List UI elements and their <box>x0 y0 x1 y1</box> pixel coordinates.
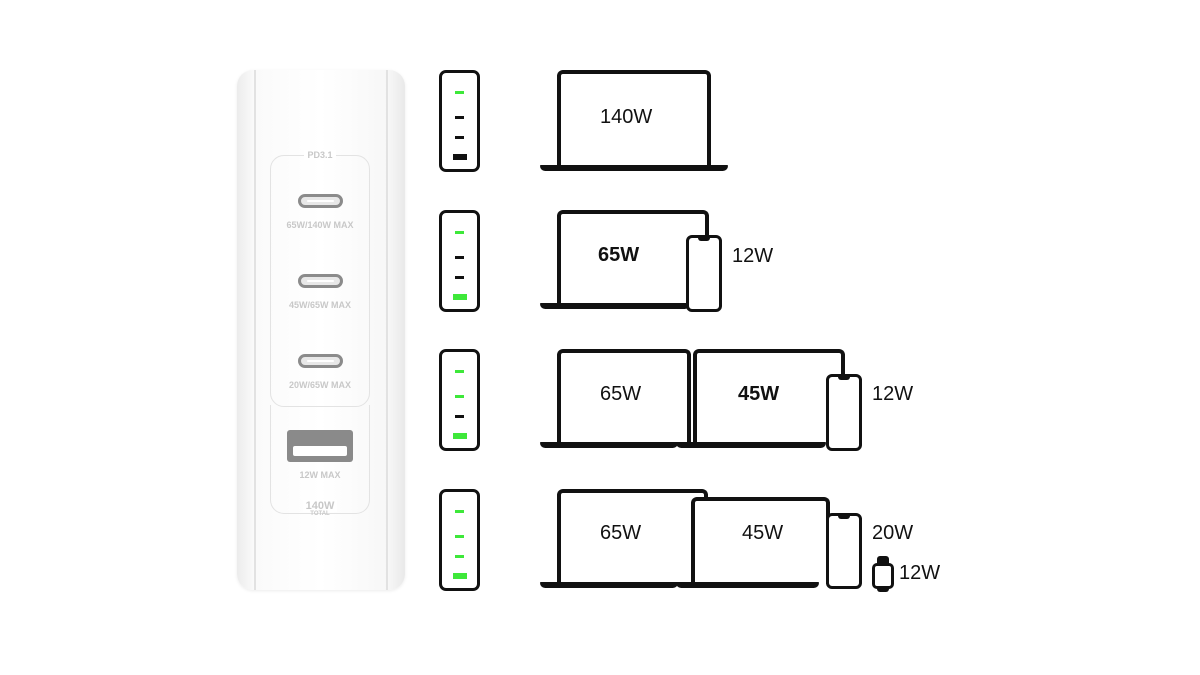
phone-icon <box>686 235 722 312</box>
laptop-1-base <box>540 582 678 588</box>
laptop-2-power-label: 45W <box>742 522 784 544</box>
led-off <box>455 116 464 119</box>
led-on <box>453 433 467 439</box>
port-indicator <box>439 349 480 451</box>
charger: PD3.1 65W/140W MAX 45W/65W MAX 20W/65W M… <box>237 70 405 590</box>
led-on <box>455 370 464 373</box>
led-on <box>453 294 467 300</box>
laptop-1-power-label: 65W <box>600 383 642 405</box>
port-indicator <box>439 489 480 591</box>
total-label: 140W <box>302 500 338 512</box>
led-on <box>455 555 464 558</box>
port-1-label: 65W/140W MAX <box>286 220 354 230</box>
watch-icon <box>872 556 894 592</box>
laptop-power-label: 140W <box>600 106 653 128</box>
led-off <box>455 136 464 139</box>
charger-edge-line <box>254 70 256 590</box>
led-on <box>455 231 464 234</box>
laptop-1-power-label: 65W <box>600 522 642 544</box>
usb-a-panel: 12W MAX 140W TOTAL <box>270 405 370 517</box>
pd-label: PD3.1 <box>304 150 336 160</box>
usb-c-port-2 <box>298 274 343 288</box>
laptop-1-base <box>540 303 690 309</box>
led-off <box>455 276 464 279</box>
usb-a-port <box>287 430 353 462</box>
laptop-1-base <box>540 165 728 171</box>
led-on <box>455 510 464 513</box>
led-on <box>455 535 464 538</box>
total-sub-label: TOTAL <box>310 511 330 517</box>
pd-port-panel: PD3.1 65W/140W MAX 45W/65W MAX 20W/65W M… <box>270 150 370 407</box>
led-off <box>453 154 467 160</box>
usb-c-port-3 <box>298 354 343 368</box>
phone-power-label: 12W <box>732 245 774 267</box>
port-3-label: 20W/65W MAX <box>288 380 351 390</box>
phone-icon <box>826 513 862 589</box>
usb-c-port-1 <box>298 194 343 208</box>
laptop-power-label: 65W <box>598 244 640 266</box>
laptop-1-screen <box>557 70 711 165</box>
phone-power-label: 12W <box>872 383 914 405</box>
charger-edge-line <box>386 70 388 590</box>
port-indicator <box>439 210 480 312</box>
led-on <box>455 395 464 398</box>
laptop-1-base <box>540 442 678 448</box>
laptop-1-screen <box>557 349 691 444</box>
laptop-2-power-label: 45W <box>738 383 780 405</box>
led-off <box>455 415 464 418</box>
watch-power-label: 12W <box>899 562 941 584</box>
laptop-1-screen <box>557 210 709 305</box>
laptop-2-base <box>676 582 819 588</box>
led-on <box>453 573 467 579</box>
laptop-2-base <box>676 442 826 448</box>
led-on <box>455 91 464 94</box>
phone-icon <box>826 374 862 451</box>
port-indicator <box>439 70 480 172</box>
port-2-label: 45W/65W MAX <box>288 300 351 310</box>
port-4-label: 12W MAX <box>299 470 341 480</box>
phone-power-label: 20W <box>872 522 914 544</box>
led-off <box>455 256 464 259</box>
